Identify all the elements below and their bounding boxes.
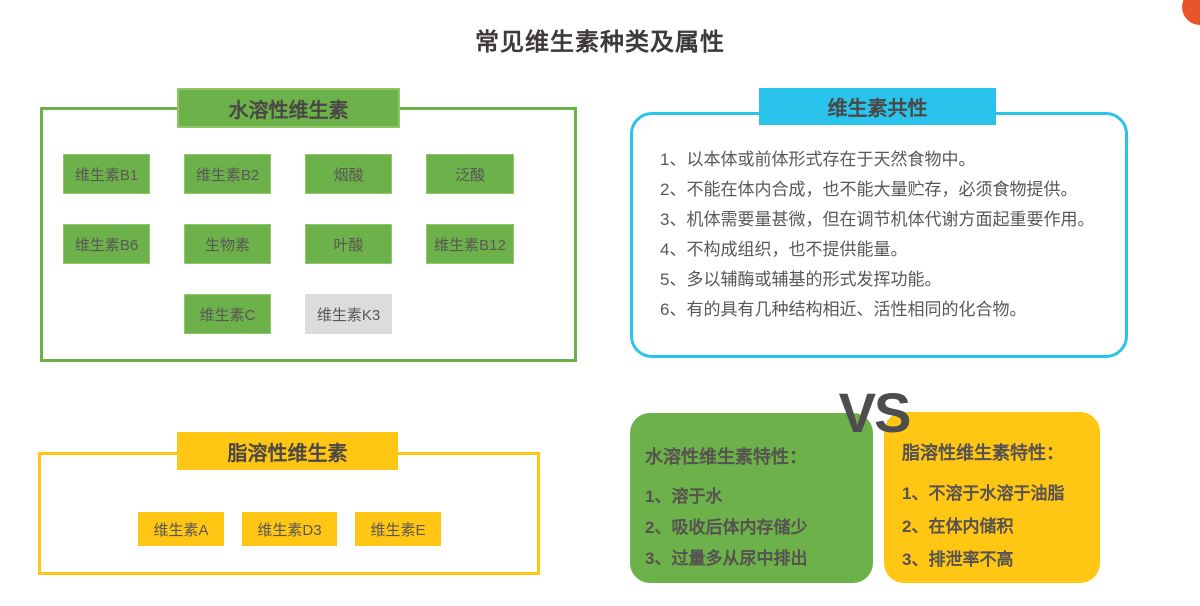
page-title: 常见维生素种类及属性 — [475, 29, 725, 56]
vitamin-chip-k3: 维生素K3 — [305, 294, 392, 334]
vitamin-chip: 烟酸 — [305, 154, 392, 194]
vitamin-chip: 维生素B1 — [63, 154, 150, 194]
vitamin-chip: 维生素C — [184, 294, 271, 334]
commonality-group: 维生素共性 1、以本体或前体形式存在于天然食物中。 2、不能在体内合成，也不能大… — [630, 88, 1128, 358]
corner-decoration-dot — [1182, 0, 1200, 25]
vitamin-chip: 维生素B6 — [63, 224, 150, 264]
fat-soluble-feature-item: 1、不溶于水溶于油脂 — [902, 484, 1065, 503]
water-soluble-features-title: 水溶性维生素特性： — [645, 447, 807, 467]
vitamin-chip: 叶酸 — [305, 224, 392, 264]
water-soluble-header: 水溶性维生素 — [177, 88, 400, 128]
water-soluble-feature-item: 2、吸收后体内存储少 — [645, 518, 808, 537]
vitamin-chip: 维生素A — [138, 512, 224, 546]
commonality-item: 2、不能在体内合成，也不能大量贮存，必须食物提供。 — [660, 180, 1078, 199]
fat-soluble-group: 脂溶性维生素 维生素A 维生素D3 维生素E — [38, 432, 540, 575]
commonality-header: 维生素共性 — [759, 88, 996, 125]
fat-soluble-chip-row: 维生素A 维生素D3 维生素E — [138, 512, 441, 546]
water-soluble-feature-item: 1、溶于水 — [645, 487, 723, 506]
fat-soluble-header: 脂溶性维生素 — [177, 432, 398, 470]
commonality-item: 3、机体需要量甚微，但在调节机体代谢方面起重要作用。 — [660, 210, 1095, 229]
vitamin-chip: 维生素D3 — [242, 512, 337, 546]
water-soluble-group: 水溶性维生素 维生素B1 维生素B2 烟酸 泛酸 维生素B6 生物素 叶酸 维生… — [40, 88, 577, 362]
water-soluble-feature-item: 3、过量多从尿中排出 — [645, 549, 808, 568]
commonality-item: 1、以本体或前体形式存在于天然食物中。 — [660, 150, 976, 169]
commonality-item: 6、有的具有几种结构相近、活性相同的化合物。 — [660, 300, 1027, 319]
commonality-panel — [630, 112, 1128, 358]
commonality-item: 4、不构成组织，也不提供能量。 — [660, 240, 908, 259]
fat-soluble-features-box: 脂溶性维生素特性： 1、不溶于水溶于油脂 2、在体内储积 3、排泄率不高 — [884, 412, 1100, 583]
fat-soluble-feature-item: 3、排泄率不高 — [902, 550, 1014, 569]
vitamin-chip: 维生素E — [355, 512, 441, 546]
commonality-list: 1、以本体或前体形式存在于天然食物中。 2、不能在体内合成，也不能大量贮存，必须… — [660, 145, 1114, 325]
vitamin-chip: 维生素B12 — [426, 224, 514, 264]
fat-soluble-feature-item: 2、在体内储积 — [902, 517, 1014, 536]
fat-soluble-features-title: 脂溶性维生素特性： — [902, 443, 1064, 463]
vs-label: VS — [838, 381, 912, 444]
commonality-item: 5、多以辅酶或辅基的形式发挥功能。 — [660, 270, 942, 289]
vitamin-chip: 泛酸 — [426, 154, 514, 194]
water-soluble-features-box: 水溶性维生素特性： 1、溶于水 2、吸收后体内存储少 3、过量多从尿中排出 — [630, 413, 873, 583]
vitamin-chip: 维生素B2 — [184, 154, 271, 194]
water-soluble-chip-grid: 维生素B1 维生素B2 烟酸 泛酸 维生素B6 生物素 叶酸 维生素B12 维生… — [63, 154, 514, 334]
vitamin-chip: 生物素 — [184, 224, 271, 264]
